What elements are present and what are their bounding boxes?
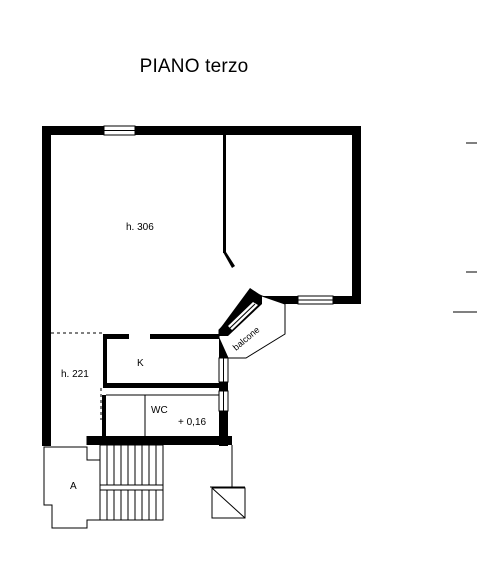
thin-lines xyxy=(51,332,219,445)
window-symbol xyxy=(103,125,136,136)
plan-title: PIANO terzo xyxy=(139,56,249,77)
section-marks xyxy=(453,142,477,313)
wc-level: + 0,16 xyxy=(178,417,207,428)
staircase xyxy=(43,444,245,529)
stair-treads xyxy=(106,445,157,520)
kitchen-top-wall-left xyxy=(103,334,129,339)
kitchen-label: K xyxy=(137,358,144,369)
entrance-label: A xyxy=(70,481,77,492)
wc-left-wall xyxy=(102,395,106,436)
main-room-height: h. 306 xyxy=(126,222,154,233)
room-labels: h. 306 h. 221 K WC + 0,16 A xyxy=(61,222,207,492)
wall-bottom-right xyxy=(333,296,361,304)
wall-top-right xyxy=(135,126,361,135)
wall-top-left xyxy=(42,126,104,135)
kitchen-top-wall-right xyxy=(150,334,222,339)
window-symbol xyxy=(218,357,229,383)
wall-right xyxy=(352,126,361,304)
kitchen-bottom-wall xyxy=(103,383,222,388)
partition-angled xyxy=(223,252,235,268)
balcony: balcone xyxy=(218,288,286,359)
wall-stair-top xyxy=(87,436,232,445)
wall-left xyxy=(42,126,51,446)
exterior-walls xyxy=(42,126,361,446)
kitchen-left-wall xyxy=(103,334,107,388)
window-symbol xyxy=(297,295,334,305)
partition-vertical xyxy=(223,135,226,253)
windows xyxy=(103,125,334,412)
balcony-door-wall xyxy=(219,288,262,336)
window-symbol xyxy=(218,390,229,412)
wall-bottom-mid xyxy=(262,296,298,304)
interior-walls xyxy=(102,135,235,436)
elevator-shaft xyxy=(211,487,246,519)
side-room-height: h. 221 xyxy=(61,369,89,380)
wc-label: WC xyxy=(151,405,168,416)
stair-outline xyxy=(43,446,101,529)
stair-block xyxy=(99,444,164,521)
